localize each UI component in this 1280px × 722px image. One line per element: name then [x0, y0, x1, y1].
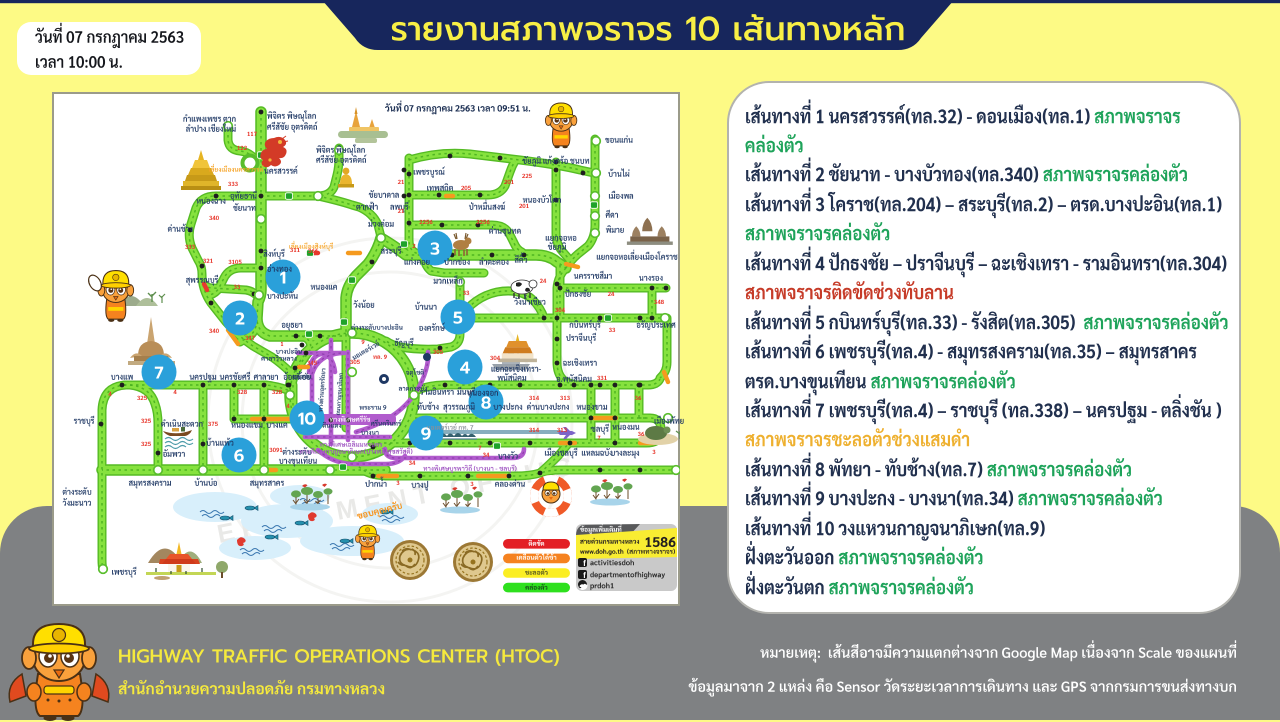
svg-text:f: f [583, 559, 586, 568]
svg-text:f: f [583, 571, 586, 580]
